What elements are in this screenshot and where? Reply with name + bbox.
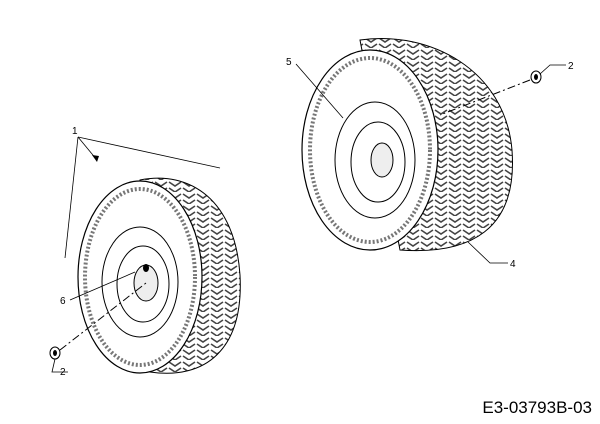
callout-2-right: 2 bbox=[568, 61, 574, 72]
callout-5: 5 bbox=[286, 57, 292, 68]
callout-4: 4 bbox=[510, 259, 516, 270]
callout-6: 6 bbox=[60, 296, 66, 307]
callout-1: 1 bbox=[72, 126, 78, 137]
callout-2-left: 2 bbox=[60, 367, 66, 378]
hub-nut-left bbox=[49, 346, 61, 360]
leader-lines bbox=[51, 63, 566, 373]
wheel-left bbox=[77, 177, 241, 374]
hub-nut-right bbox=[530, 70, 542, 84]
wheel-right bbox=[301, 38, 513, 252]
axis-line-right bbox=[439, 79, 531, 116]
axis-line-left bbox=[59, 282, 147, 351]
arrow-icon bbox=[92, 155, 99, 162]
drawing-code: E3-03793B-03 bbox=[482, 398, 592, 417]
